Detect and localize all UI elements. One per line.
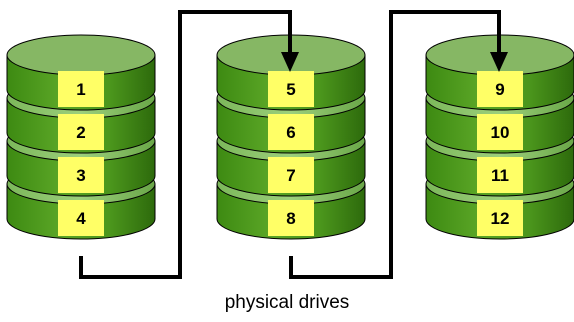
data-block-7: 7 (268, 157, 314, 193)
data-block-6: 6 (268, 114, 314, 150)
block-label: 3 (76, 166, 85, 185)
data-block-5: 5 (268, 71, 314, 107)
arrow-head-icon (490, 52, 508, 72)
platter: 9 (425, 34, 574, 111)
data-block-9: 9 (477, 71, 523, 107)
block-label: 9 (495, 80, 504, 99)
arrow-head-icon (281, 52, 299, 72)
block-label: 5 (286, 80, 295, 99)
data-block-3: 3 (58, 157, 104, 193)
data-block-1: 1 (58, 71, 104, 107)
data-block-2: 2 (58, 114, 104, 150)
block-label: 11 (491, 166, 509, 185)
data-block-11: 11 (477, 157, 523, 193)
block-label: 6 (286, 123, 295, 142)
block-label: 1 (76, 80, 85, 99)
block-label: 4 (76, 209, 86, 228)
block-label: 7 (286, 166, 295, 185)
data-block-4: 4 (58, 200, 104, 236)
platter: 1 (6, 34, 156, 111)
block-label: 12 (491, 209, 510, 228)
drive-3: 12 11 10 9 (425, 34, 574, 240)
sequence-arrows (79, 10, 508, 279)
data-block-12: 12 (477, 200, 523, 236)
drive-top-face (6, 34, 156, 76)
data-block-10: 10 (477, 114, 523, 150)
block-label: 2 (76, 123, 85, 142)
drive-1: 4 3 2 1 (6, 34, 156, 240)
block-label: 8 (286, 209, 295, 228)
caption-physical-drives: physical drives (224, 292, 350, 313)
data-block-8: 8 (268, 200, 314, 236)
block-label: 10 (491, 123, 510, 142)
raid-diagram: 4 3 2 1 8 7 6 5 12 11 10 9 (6, 10, 574, 279)
drive-2: 8 7 6 5 (216, 34, 366, 240)
